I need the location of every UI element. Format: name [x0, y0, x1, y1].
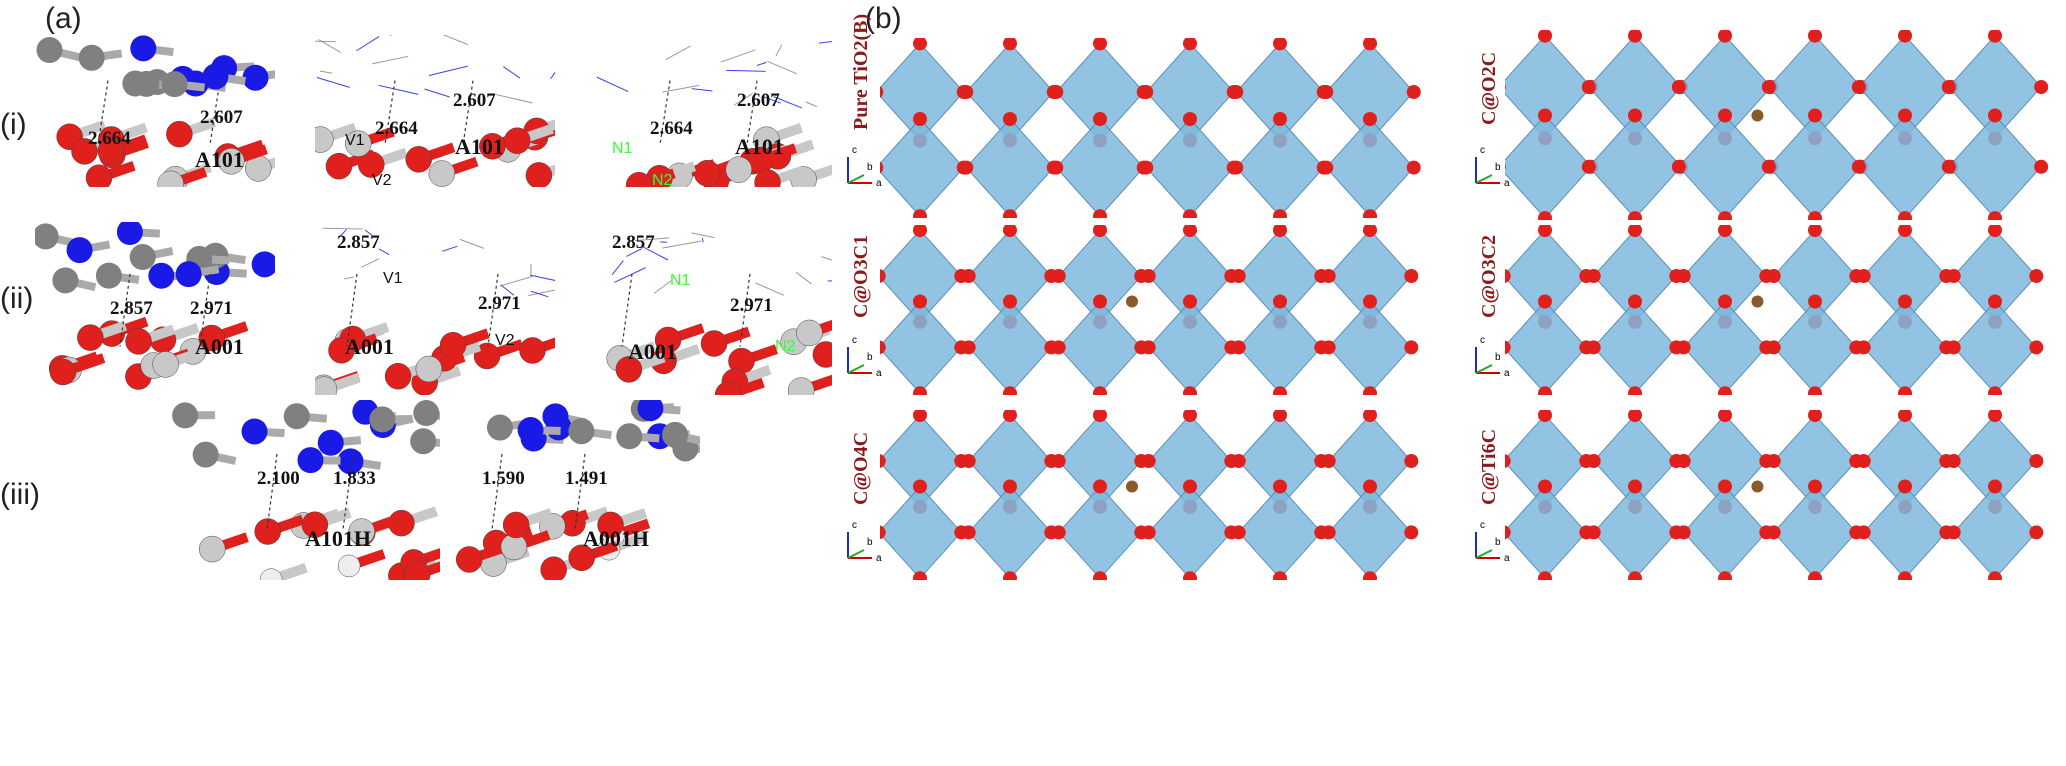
structure-subpanel: [592, 35, 832, 187]
structure-subpanel: [35, 35, 275, 187]
structure-label: C@Ti6C: [1478, 428, 1500, 505]
molecule-model: [36, 35, 275, 187]
atom-label: N1: [612, 140, 633, 157]
row-label-iii: (iii): [0, 478, 40, 511]
bond-distance-label: 2.857: [612, 232, 655, 253]
structure-label: Pure TiO2(B): [850, 13, 872, 130]
bond-distance-label: 2.971: [190, 298, 233, 319]
bond-distance-label: 2.607: [737, 90, 780, 111]
structure-label: C@O4C: [850, 431, 872, 505]
atom-label: V1: [383, 270, 403, 287]
structure-subpanel: [35, 222, 275, 395]
crystal-structure: [1505, 410, 2044, 580]
adsorption-site-label: A001H: [583, 526, 649, 551]
bond-distance-label: 1.833: [333, 468, 376, 489]
axis-label: b: [867, 537, 873, 548]
row-label-ii: (ii): [0, 282, 34, 315]
atom-label: V2: [372, 172, 392, 189]
structure-subpanel: [592, 222, 832, 395]
bond-distance-label: 2.664: [88, 128, 131, 149]
axis-label: c: [852, 520, 857, 531]
bond-distance-label: 2.664: [650, 118, 693, 139]
axis-label: a: [876, 368, 882, 379]
molecule-model: [455, 400, 700, 580]
atom-label: V2: [495, 332, 515, 349]
axis-label: a: [1504, 368, 1510, 379]
bond-distance-label: 2.607: [453, 90, 496, 111]
axis-label: c: [852, 335, 857, 346]
atom-label: N2: [652, 172, 673, 189]
molecule-model: [606, 232, 832, 395]
axis-label: c: [1480, 335, 1485, 346]
atom-label: N1: [670, 272, 691, 289]
molecule-model: [596, 41, 832, 187]
adsorption-site-label: A101: [735, 134, 784, 159]
axis-label: a: [876, 553, 882, 564]
structure-label: C@O2C: [1478, 51, 1500, 125]
axis-label: c: [1480, 520, 1485, 531]
crystal-structure: [1505, 225, 2044, 395]
panel-a-label: (a): [45, 2, 82, 35]
structure-subpanel: [315, 222, 555, 395]
bond-distance-label: 2.100: [257, 468, 300, 489]
structure-subpanel: [315, 35, 555, 187]
structure-label: C@O3C1: [850, 234, 872, 318]
bond-distance-label: 2.664: [375, 118, 418, 139]
axis-label: b: [867, 162, 873, 173]
bond-distance-label: 1.590: [482, 468, 525, 489]
axis-label: c: [1480, 145, 1485, 156]
crystal-structure: [880, 38, 1421, 218]
atom-label: N2: [775, 338, 796, 355]
bond-distance-label: 1.491: [565, 468, 608, 489]
axis-label: a: [1504, 178, 1510, 189]
structure-subpanel: [165, 400, 440, 580]
structure-subpanel: [455, 400, 700, 580]
axis-label: a: [876, 178, 882, 189]
panel-b-label: (b): [865, 2, 902, 35]
bond-distance-label: 2.857: [337, 232, 380, 253]
bond-distance-label: 2.971: [478, 293, 521, 314]
axis-label: a: [1504, 553, 1510, 564]
adsorption-site-label: A101H: [305, 526, 371, 551]
crystal-structure: [1505, 30, 2049, 220]
bond-distance-label: 2.857: [110, 298, 153, 319]
adsorption-site-label: A001: [195, 334, 244, 359]
crystal-structure: [880, 225, 1419, 395]
molecule-model: [315, 35, 555, 187]
row-label-i: (i): [0, 108, 27, 141]
atom-label: V1: [345, 132, 365, 149]
adsorption-site-label: A101: [455, 134, 504, 159]
axis-label: b: [1495, 162, 1501, 173]
axis-label: b: [1495, 537, 1501, 548]
structure-label: C@O3C2: [1478, 234, 1500, 318]
axis-label: c: [852, 145, 857, 156]
adsorption-site-label: A001: [345, 334, 394, 359]
axis-label: b: [1495, 352, 1501, 363]
adsorption-site-label: A001: [628, 339, 677, 364]
crystal-structure: [880, 410, 1419, 580]
bond-distance-label: 2.971: [730, 295, 773, 316]
molecule-model: [172, 400, 440, 580]
bond-distance-label: 2.607: [200, 107, 243, 128]
molecule-model: [315, 227, 555, 395]
adsorption-site-label: A101: [195, 147, 244, 172]
axis-label: b: [867, 352, 873, 363]
molecule-model: [35, 222, 275, 390]
